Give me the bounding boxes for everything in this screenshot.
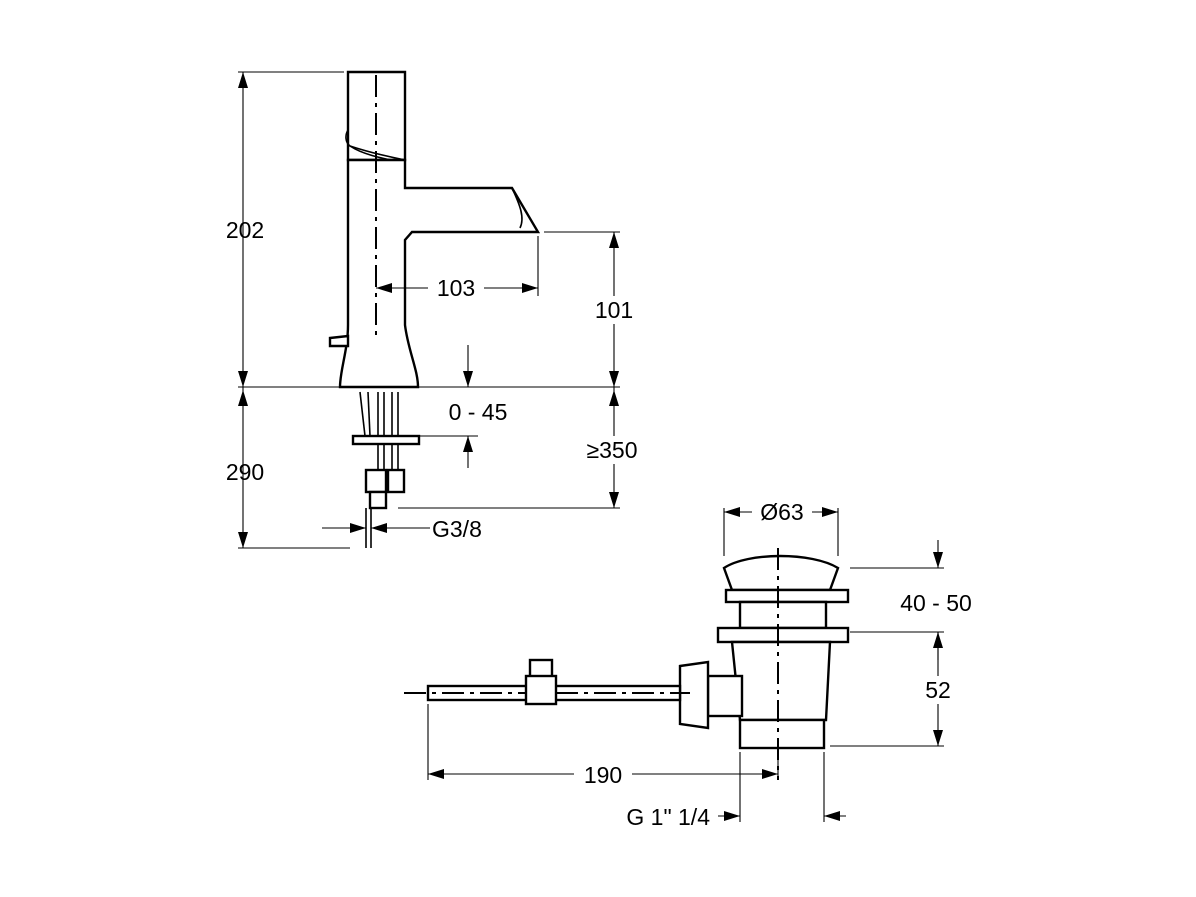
faucet-drawing: 202 290 103 101 0 - 45 ≥350: [226, 70, 648, 549]
dim-thread: G 1" 1/4: [626, 804, 710, 830]
dim-connection: G3/8: [432, 516, 482, 542]
drain-drawing: Ø63 40 - 50 52 190 G 1" 1/4: [404, 498, 972, 830]
drain-body: [730, 640, 832, 722]
dim-spout-reach: 103: [437, 275, 475, 301]
dim-diameter: Ø63: [760, 499, 803, 525]
pop-up-knob: [328, 334, 350, 348]
dim-min-clearance: ≥350: [587, 437, 638, 463]
dim-rod-length: 190: [584, 762, 622, 788]
drain-nut: [678, 660, 710, 730]
dim-body-height: 52: [925, 677, 951, 703]
dim-total-height: 202: [226, 217, 264, 243]
faucet-body: [338, 158, 541, 389]
dim-flange-range: 40 - 50: [900, 590, 972, 616]
dim-under-deck: 290: [226, 459, 264, 485]
dim-deck-thickness: 0 - 45: [449, 399, 508, 425]
drain-cap: [722, 554, 840, 592]
fixing-washer: [351, 434, 421, 446]
dim-spout-height: 101: [595, 297, 633, 323]
